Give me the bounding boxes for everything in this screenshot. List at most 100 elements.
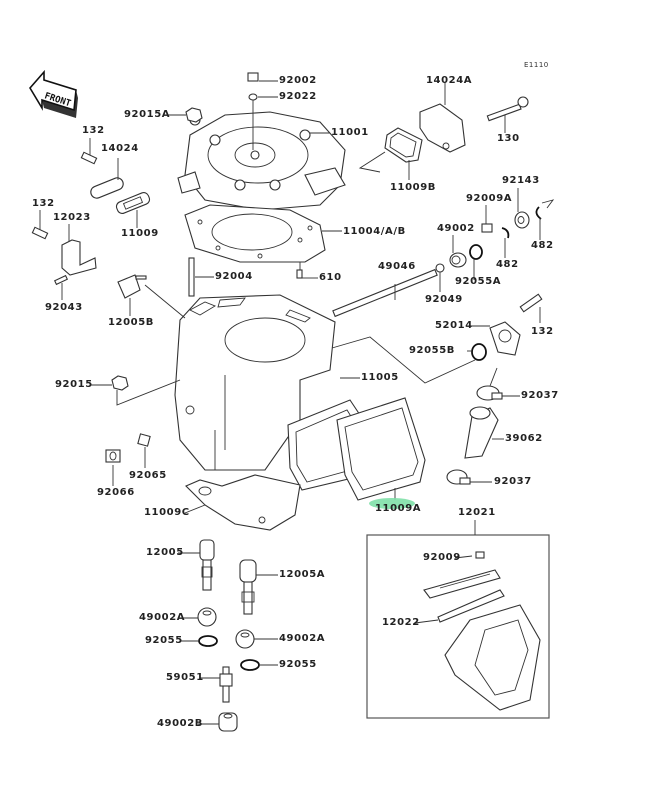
part-label-92055-2[interactable]: 92055 (279, 659, 317, 670)
bushing-49002a-1-part[interactable] (197, 607, 217, 627)
part-label-49002a-1[interactable]: 49002A (139, 612, 186, 623)
clip-482b-part[interactable] (535, 206, 542, 220)
bolt-92002-part[interactable] (247, 72, 259, 82)
head-gasket-part[interactable] (184, 204, 326, 263)
part-label-92049[interactable]: 92049 (425, 294, 463, 305)
part-label-49002a-2[interactable]: 49002A (279, 633, 326, 644)
stud-92004-part[interactable] (188, 257, 195, 297)
part-label-12021[interactable]: 12021 (458, 507, 496, 518)
cover-14024a-part[interactable] (419, 103, 466, 153)
part-label-12022[interactable]: 12022 (382, 617, 420, 628)
clip-482a-part[interactable] (501, 227, 510, 239)
part-label-132a[interactable]: 132 (82, 125, 105, 136)
cylinder-head-part[interactable] (177, 111, 346, 211)
bolt-132c-part[interactable] (519, 293, 543, 313)
part-label-92043[interactable]: 92043 (45, 302, 83, 313)
gasket-11009c-part[interactable] (185, 474, 301, 531)
bushing-49002-part[interactable] (449, 252, 467, 268)
washer-92065-part[interactable] (137, 433, 151, 447)
part-label-92015a[interactable]: 92015A (124, 109, 171, 120)
part-label-12005[interactable]: 12005 (146, 547, 184, 558)
gasket-11009b-part[interactable] (384, 127, 423, 163)
oring-92055-2-part[interactable] (240, 659, 260, 671)
part-label-92004[interactable]: 92004 (215, 271, 253, 282)
part-label-39062[interactable]: 39062 (505, 433, 543, 444)
leader-lines (39, 80, 555, 725)
grommet-92143-part[interactable] (514, 211, 530, 229)
part-label-132c[interactable]: 132 (531, 326, 554, 337)
oring-92055a-part[interactable] (469, 244, 483, 260)
bracket-12023-part[interactable] (61, 239, 97, 276)
part-label-132b[interactable]: 132 (32, 198, 55, 209)
part-label-11009[interactable]: 11009 (121, 228, 159, 239)
part-label-92037b[interactable]: 92037 (494, 476, 532, 487)
pin-92043-part[interactable] (53, 274, 69, 286)
gasket-11009a-part[interactable] (287, 397, 426, 501)
gear-59051-part[interactable] (219, 666, 233, 703)
part-label-49002[interactable]: 49002 (437, 223, 475, 234)
part-label-12023[interactable]: 12023 (53, 212, 91, 223)
part-label-14024[interactable]: 14024 (101, 143, 139, 154)
screw-92009-part[interactable] (475, 551, 485, 559)
part-label-92009[interactable]: 92009 (423, 552, 461, 563)
part-label-92055a[interactable]: 92055A (455, 276, 502, 287)
part-label-11009a[interactable]: 11009A (375, 503, 422, 514)
nut-92015a-part[interactable] (185, 107, 203, 123)
valve-12005a-part[interactable] (239, 559, 257, 615)
nut-92015-part[interactable] (111, 375, 129, 391)
bolt-130-part[interactable] (486, 96, 529, 122)
part-label-52014[interactable]: 52014 (435, 320, 473, 331)
oring-92055b-part[interactable] (471, 343, 487, 361)
part-label-11009c[interactable]: 11009C (144, 507, 190, 518)
reed-valve-assembly-box (366, 534, 550, 719)
part-label-92002[interactable]: 92002 (279, 75, 317, 86)
bushing-49002a-2-part[interactable] (235, 629, 255, 649)
clamp-92037a-part[interactable] (476, 385, 503, 401)
part-label-12005b[interactable]: 12005B (108, 317, 155, 328)
shaft-49046-part[interactable] (332, 268, 438, 318)
part-label-92055b[interactable]: 92055B (409, 345, 456, 356)
part-label-14024a[interactable]: 14024A (426, 75, 473, 86)
valve-12005-part[interactable] (199, 539, 215, 591)
part-label-482b[interactable]: 482 (531, 240, 554, 251)
dowel-pin-part[interactable] (296, 269, 303, 279)
valve-12005b-part[interactable] (117, 274, 147, 299)
plate-14024-part[interactable] (89, 176, 125, 200)
part-label-11004[interactable]: 11004/A/B (343, 226, 406, 237)
gasket-11009-part[interactable] (115, 191, 151, 215)
part-label-92009a[interactable]: 92009A (466, 193, 513, 204)
part-label-610[interactable]: 610 (319, 272, 342, 283)
part-label-92037a[interactable]: 92037 (521, 390, 559, 401)
clamp-92037b-part[interactable] (446, 469, 471, 485)
oring-92055-1-part[interactable] (198, 635, 218, 647)
hose-39062-part[interactable] (464, 406, 499, 459)
bushing-49002b-part[interactable] (218, 712, 238, 732)
part-label-92143[interactable]: 92143 (502, 175, 540, 186)
part-label-92015[interactable]: 92015 (55, 379, 93, 390)
part-label-11009b[interactable]: 11009B (390, 182, 437, 193)
bolt-92066-part[interactable] (105, 449, 121, 463)
part-label-59051[interactable]: 59051 (166, 672, 204, 683)
part-label-92065[interactable]: 92065 (129, 470, 167, 481)
part-label-92022[interactable]: 92022 (279, 91, 317, 102)
part-label-130[interactable]: 130 (497, 133, 520, 144)
bolt-132-part[interactable] (80, 151, 98, 165)
part-label-12005a[interactable]: 12005A (279, 569, 326, 580)
part-label-92055-1[interactable]: 92055 (145, 635, 183, 646)
part-label-11001[interactable]: 11001 (331, 127, 369, 138)
part-label-49002b[interactable]: 49002B (157, 718, 204, 729)
washer-92049-part[interactable] (435, 263, 445, 273)
washer-92022-part[interactable] (248, 93, 258, 101)
part-label-482a[interactable]: 482 (496, 259, 519, 270)
bolt-132b-part[interactable] (31, 226, 49, 240)
bolt-92009a-part[interactable] (481, 223, 493, 233)
part-label-11005[interactable]: 11005 (361, 372, 399, 383)
fitting-52014-part[interactable] (489, 321, 521, 356)
part-label-92066[interactable]: 92066 (97, 487, 135, 498)
front-arrow-icon: FRONT (29, 69, 78, 118)
reed-valve-12021-part[interactable] (423, 569, 541, 711)
diagram-code: E1110 (524, 61, 549, 69)
part-label-49046[interactable]: 49046 (378, 261, 416, 272)
